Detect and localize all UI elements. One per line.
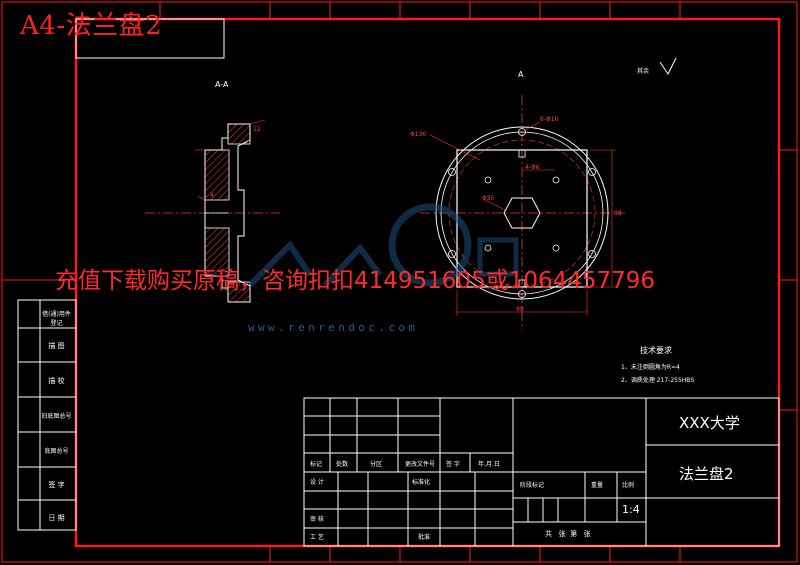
title-block-grid [303,397,780,547]
side-tracing: 描 图 [48,342,65,350]
approve-label: 批准 [418,534,431,541]
header-zone: 分区 [370,461,383,468]
dim-outer-diameter: Φ136 [410,131,427,138]
weight-label: 重量 [591,482,604,489]
stage-mark-label: 阶段标记 [520,482,545,489]
watermark-logo [247,203,519,288]
header-signature: 签 字 [446,461,460,468]
scale-value: 1:4 [622,503,640,516]
dim-section-1: 12 [253,126,261,133]
dim-center-bore: Φ35 [482,195,495,202]
dim-section-2: 4 [210,192,214,199]
review-label: 审 核 [310,516,324,523]
tech-requirement-1: 1、未注倒圆角为R=4 [621,364,680,371]
front-view-label: A [518,70,524,79]
process-label: 工 艺 [310,534,324,541]
header-change-doc: 更改文件号 [405,461,436,468]
left-side-table [17,299,77,531]
side-trace-check: 描 校 [48,377,65,385]
sheet-count-label: 共 张 第 张 [545,530,591,538]
header-mark: 标记 [310,461,323,468]
side-zone-ticks [2,149,797,411]
ratio-label: 比例 [622,482,635,489]
dim-hole-circle: 6-Φ10 [540,116,559,123]
side-borrowed-parts: 借(通)用件登记 [42,311,71,327]
tech-requirements-title: 技术要求 [640,346,672,355]
section-view-aa [145,119,280,303]
watermark-url: www.renrendoc.com [248,321,419,334]
dim-small-holes: 4-Φ6 [525,164,540,171]
top-zone-ticks [159,2,681,19]
standardize-label: 标准化 [412,479,431,486]
section-view-label: A-A [215,80,229,89]
sheet-size-label: A4-法兰盘2 [20,11,163,41]
drawing-name: 法兰盘2 [679,465,734,483]
roughness-note: 其余 [637,68,650,75]
side-date: 日 期 [48,514,65,522]
side-drawing-no: 底图总号 [44,448,69,455]
side-signature: 签 字 [48,481,65,489]
dim-right-height: 98 [614,210,622,217]
side-old-drawing-no: 旧底图总号 [41,413,72,420]
dim-bottom-width: 98 [516,306,524,313]
bottom-zone-ticks [269,546,681,562]
header-date: 年.月.日 [478,461,500,468]
tech-requirement-2: 2、调质处理 217-255HBS [621,377,695,384]
header-count: 处数 [336,461,349,468]
roughness-symbol [659,57,677,75]
watermark-promo-text: 充值下载购买原稿，咨询扣扣414951605或1064457796 [55,268,656,294]
sheet-label-box [75,18,225,59]
design-label: 设 计 [310,479,324,486]
university-name: XXX大学 [679,414,740,432]
